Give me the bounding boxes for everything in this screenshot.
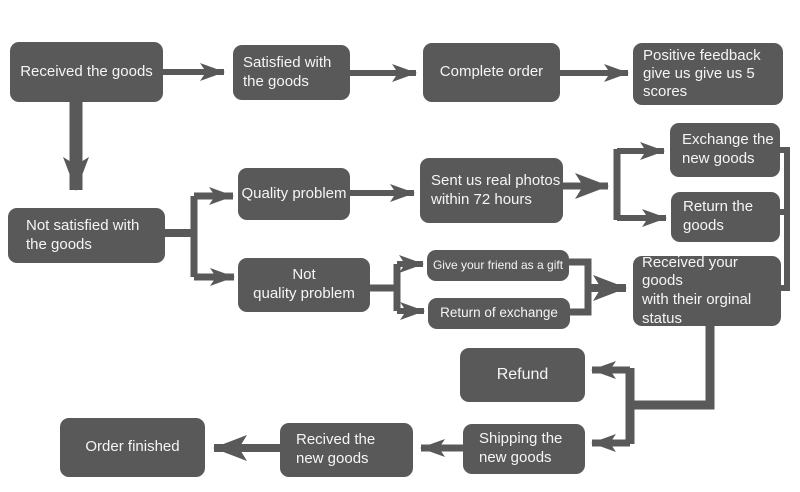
node-refund: Refund: [460, 348, 585, 402]
node-not-quality-problem: Not quality problem: [238, 258, 370, 312]
node-shipping-new-goods: Shipping the new goods: [463, 424, 585, 474]
node-recived-new-goods: Recived the new goods: [280, 423, 413, 477]
line-exchange-to-received-original: [777, 147, 790, 291]
node-return-of-exchange: Return of exchange: [428, 298, 570, 329]
node-satisfied-with-goods: Satisfied with the goods: [233, 45, 350, 100]
node-received-the-goods: Received the goods: [10, 42, 163, 102]
node-not-satisfied: Not satisfied with the goods: [8, 208, 165, 263]
node-return-the-goods: Return the goods: [671, 192, 780, 242]
node-exchange-new-goods: Exchange the new goods: [670, 123, 780, 177]
node-give-friend-gift: Give your friend as a gift: [427, 250, 569, 281]
node-positive-feedback: Positive feedback give us give us 5 scor…: [633, 43, 783, 105]
node-received-original-status: Received your goods with their orginal s…: [633, 254, 781, 327]
node-order-finished: Order finished: [60, 418, 205, 477]
node-quality-problem: Quality problem: [238, 168, 350, 220]
node-complete-order: Complete order: [423, 43, 560, 102]
node-sent-us-real-photos: Sent us real photos within 72 hours: [420, 158, 563, 223]
line-received-original-down: [632, 326, 715, 410]
